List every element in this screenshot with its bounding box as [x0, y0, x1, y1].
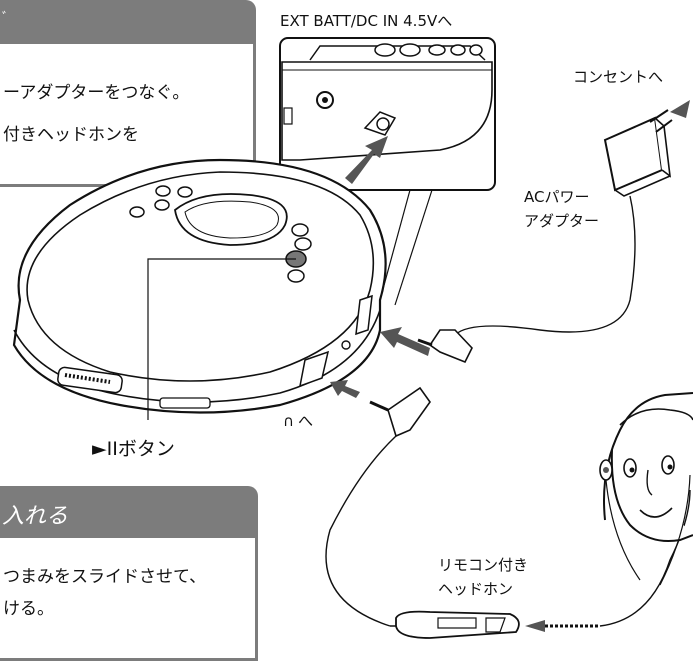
adapter-label-1: ACパワー: [524, 188, 590, 206]
step2-title: 入れる: [2, 504, 69, 529]
person-illustration: [599, 392, 693, 586]
remote-label-1: リモコン付き: [438, 556, 529, 574]
adapter-label-2: アダプター: [524, 212, 600, 230]
headphone-jack-arrow: [330, 380, 360, 398]
jack-zoom-inset: [279, 37, 496, 306]
remote-label-2: ヘッドホン: [438, 580, 514, 598]
play-button-label: ►IIボタン: [92, 438, 175, 460]
ext-batt-label: EXT BATT/DC IN 4.5Vへ: [280, 12, 453, 30]
headphone-icon: ∩: [283, 412, 294, 430]
connection-illustration: [12, 37, 693, 639]
step2-line2: ける。: [3, 599, 54, 619]
outlet-label: コンセントへ: [573, 68, 664, 86]
remote-control: [395, 489, 691, 639]
step1-line1: ーアダプターをつなぐ。: [3, 83, 190, 103]
dc-jack-arrow: [380, 327, 430, 356]
cd-player: [12, 158, 387, 414]
step1-header-fragment: ﾞ: [2, 11, 9, 27]
play-button-leader: [147, 258, 296, 420]
step1-header: ﾞ: [0, 0, 256, 46]
step1-line2: 付きヘッドホンを: [3, 125, 139, 145]
headphone-jack-label: へ: [298, 412, 314, 430]
ac-adapter: [417, 100, 690, 364]
step2-line1: つまみをスライドさせて、: [3, 567, 207, 587]
step2-body: つまみをスライドさせて、 ける。: [0, 538, 258, 661]
step2-header: 入れる: [0, 486, 258, 540]
